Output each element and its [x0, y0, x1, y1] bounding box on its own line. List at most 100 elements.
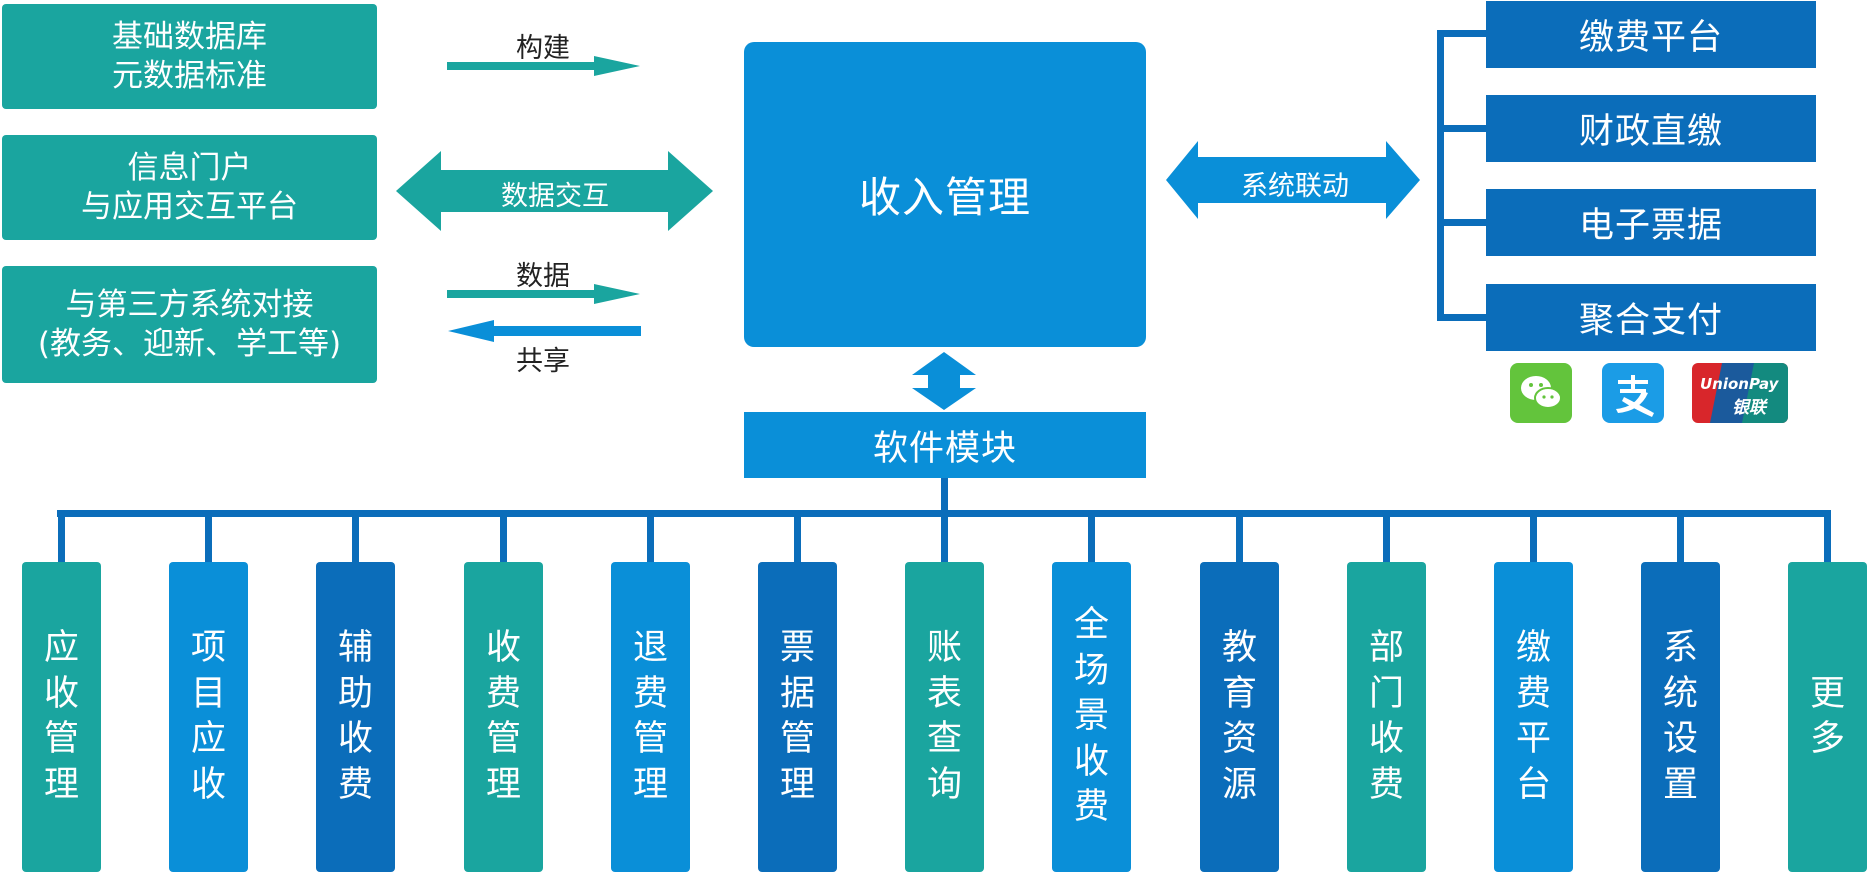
right-box-label: 财政直缴 [1578, 112, 1723, 152]
module-char: 辅 [337, 628, 373, 668]
module-connector [941, 510, 948, 562]
wechat-pay-icon [1510, 363, 1572, 423]
module-char: 置 [1662, 764, 1698, 805]
module-char: 更 [1809, 673, 1845, 714]
tree-trunk [941, 478, 948, 516]
module-char: 目 [190, 673, 226, 714]
module-connector [647, 510, 654, 562]
module-char: 助 [337, 673, 373, 714]
right-bracket-tick [1437, 30, 1487, 37]
system-link-label: 系统联动 [1241, 171, 1349, 202]
left-box-portal: 信息门户 与应用交互平台 [2, 135, 377, 240]
left-box-line: (教务、迎新、学工等) [37, 325, 342, 362]
right-bracket-tick [1437, 314, 1487, 321]
module-connector [1677, 510, 1684, 562]
module-char: 费 [632, 673, 668, 714]
module-box: 全场景收费 [1052, 562, 1131, 872]
module-char: 育 [1221, 673, 1257, 714]
module-box: 应收管理 [22, 562, 101, 872]
module-char: 收 [485, 628, 521, 668]
build-arrow [447, 56, 640, 76]
module-char: 理 [485, 764, 521, 805]
left-box-line: 与应用交互平台 [81, 188, 298, 225]
software-module-box: 软件模块 [744, 412, 1146, 478]
data-arrow [447, 284, 640, 304]
module-char: 统 [1662, 673, 1698, 714]
module-box: 票据管理 [758, 562, 837, 872]
module-box: 更多 [1788, 562, 1867, 872]
left-box-basic-data: 基础数据库 元数据标准 [2, 4, 377, 109]
left-box-line: 与第三方系统对接 [65, 287, 314, 324]
alipay-icon [1602, 363, 1664, 423]
module-char: 应 [190, 719, 226, 759]
module-char: 理 [43, 764, 79, 805]
module-char: 查 [926, 719, 962, 759]
module-char: 管 [779, 719, 815, 759]
module-char: 应 [43, 628, 79, 668]
left-box-line: 元数据标准 [112, 57, 267, 94]
module-char: 缴 [1515, 628, 1551, 668]
module-char: 账 [926, 628, 962, 668]
data-label: 数据 [516, 261, 570, 292]
module-char: 理 [632, 764, 668, 805]
left-box-third-party: 与第三方系统对接 (教务、迎新、学工等) [2, 266, 377, 383]
unionpay-label: UnionPay [1700, 375, 1779, 393]
module-char: 理 [779, 764, 815, 805]
module-box: 系统设置 [1641, 562, 1720, 872]
module-char: 门 [1368, 673, 1404, 714]
build-label: 构建 [516, 33, 570, 64]
module-box: 收费管理 [464, 562, 543, 872]
module-char: 费 [485, 673, 521, 714]
right-box-fiscal-direct: 财政直缴 [1486, 95, 1816, 162]
module-connector [352, 510, 359, 562]
module-char: 收 [1073, 741, 1109, 782]
module-char: 多 [1809, 719, 1845, 759]
module-connector [500, 510, 507, 562]
module-connector [205, 510, 212, 562]
system-link-arrow [1166, 141, 1420, 219]
left-box-line: 信息门户 [127, 150, 252, 187]
share-arrow [448, 320, 641, 342]
right-bracket-tick [1437, 125, 1487, 132]
module-connector [1530, 510, 1537, 562]
module-connector [1824, 510, 1831, 562]
module-char: 费 [1515, 673, 1551, 714]
module-box: 辅助收费 [316, 562, 395, 872]
module-char: 收 [1368, 719, 1404, 759]
module-char: 管 [485, 719, 521, 759]
right-box-label: 电子票据 [1578, 206, 1723, 246]
module-char: 费 [1073, 787, 1109, 828]
module-box: 退费管理 [611, 562, 690, 872]
right-box-payment-platform: 缴费平台 [1486, 1, 1816, 68]
income-management-title: 收入管理 [858, 173, 1031, 222]
module-char: 项 [190, 628, 226, 668]
module-connector [58, 510, 65, 562]
vertical-double-arrow [912, 352, 976, 410]
module-connector [1236, 510, 1243, 562]
share-label: 共享 [516, 346, 570, 377]
module-char: 收 [337, 719, 373, 759]
module-char: 费 [1368, 764, 1404, 805]
module-char: 部 [1368, 628, 1404, 668]
module-char: 场 [1073, 650, 1109, 691]
unionpay-label-cn: 银联 [1732, 398, 1766, 418]
module-char: 系 [1662, 628, 1698, 668]
module-connector [1383, 510, 1390, 562]
module-char: 收 [43, 673, 79, 714]
data-exchange-arrow [396, 151, 713, 231]
module-char: 票 [779, 628, 815, 668]
module-char: 收 [190, 764, 226, 805]
right-box-e-invoice: 电子票据 [1486, 189, 1816, 256]
module-char: 资 [1221, 719, 1257, 759]
module-box: 部门收费 [1347, 562, 1426, 872]
right-bracket-vertical [1437, 30, 1444, 320]
module-char: 景 [1073, 696, 1109, 737]
module-box: 账表查询 [905, 562, 984, 872]
data-exchange-label: 数据交互 [501, 181, 609, 212]
module-box: 项目应收 [169, 562, 248, 872]
module-char: 设 [1662, 719, 1698, 759]
module-box: 教育资源 [1200, 562, 1279, 872]
income-management-box: 收入管理 [744, 42, 1146, 347]
software-module-title: 软件模块 [872, 428, 1017, 469]
module-connector [794, 510, 801, 562]
